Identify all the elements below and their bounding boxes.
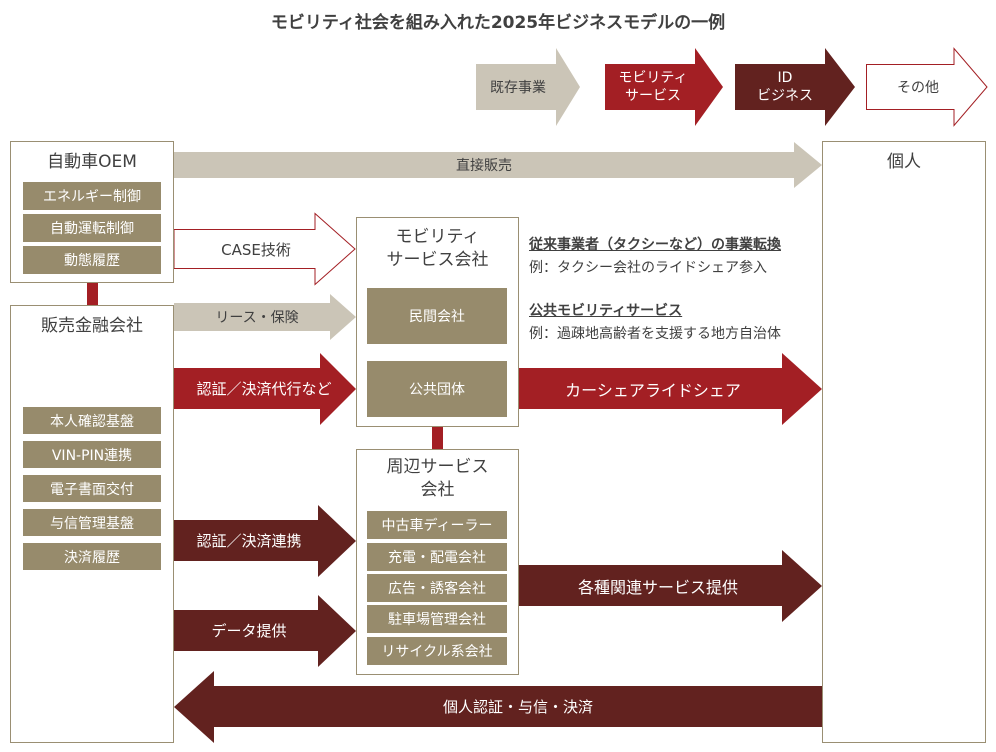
entity-peripheral-service-title: 周辺サービス 会社 — [386, 457, 489, 500]
entity-finance: 販売金融会社 本人確認基盤 VIN-PIN連携 電子書面交付 与信管理基盤 決済… — [10, 305, 174, 743]
flow-label-related-services: 各種関連サービス提供 — [577, 577, 738, 597]
flow-arrow-data-provision — [174, 595, 356, 667]
chip-public-body: 公共団体 — [367, 361, 507, 417]
chip-telematics-history: 動態履歴 — [23, 246, 161, 274]
entity-mobility-service-title: モビリティ サービス会社 — [386, 227, 489, 270]
chip-vin-pin-link: VIN-PIN連携 — [23, 441, 161, 468]
flow-label-data-provision: データ提供 — [211, 622, 287, 640]
flow-arrow-auth-payment-proxy — [174, 353, 356, 425]
flow-arrow-lease-insurance — [174, 294, 356, 340]
chip-parking-management: 駐車場管理会社 — [367, 605, 507, 633]
entity-individual: 個人 — [822, 141, 986, 743]
legend-label-mobility: モビリティ サービス — [618, 70, 688, 104]
legend-arrow-other — [866, 47, 988, 127]
flow-label-lease-insurance: リース・保険 — [215, 310, 299, 326]
entity-finance-title: 販売金融会社 — [41, 316, 143, 336]
connector-oem-finance — [87, 283, 98, 305]
flow-label-personal-auth: 個人認証・与信・決済 — [442, 698, 593, 716]
chip-recycling: リサイクル系会社 — [367, 637, 507, 665]
chip-identity-platform: 本人確認基盤 — [23, 407, 161, 434]
entity-oem: 自動車OEM エネルギー制御 自動運転制御 動態履歴 — [10, 141, 174, 283]
flow-label-direct-sales: 直接販売 — [456, 158, 512, 174]
connector-mobility-peripheral — [432, 427, 443, 449]
chip-advertising-customer-attraction: 広告・誘客会社 — [367, 574, 507, 602]
chip-autonomous-driving-control: 自動運転制御 — [23, 214, 161, 242]
legend-label-other: その他 — [897, 80, 939, 96]
chip-electronic-documents: 電子書面交付 — [23, 475, 161, 502]
flow-arrow-direct-sales — [174, 142, 822, 188]
chip-private-company: 民間会社 — [367, 288, 507, 344]
note-example-local-government: 例：過疎地高齢者を支援する地方自治体 — [529, 326, 781, 342]
chip-energy-control: エネルギー制御 — [23, 182, 161, 210]
flow-label-carshare-rideshare: カーシェアライドシェア — [565, 380, 741, 400]
chip-credit-management: 与信管理基盤 — [23, 509, 161, 536]
note-heading-public-mobility: 公共モビリティサービス — [529, 303, 683, 319]
note-example-taxi-rideshare: 例：タクシー会社のライドシェア参入 — [529, 260, 767, 276]
entity-individual-title: 個人 — [887, 152, 921, 172]
flow-arrow-auth-payment-link — [174, 505, 356, 577]
flow-label-case-tech: CASE技術 — [221, 240, 291, 259]
diagram-title: モビリティ社会を組み入れた2025年ビジネスモデルの一例 — [270, 13, 726, 33]
entity-peripheral-service: 周辺サービス 会社 中古車ディーラー 充電・配電会社 広告・誘客会社 駐車場管理… — [356, 449, 519, 675]
legend-arrow-id-business — [735, 48, 855, 126]
chip-payment-history: 決済履歴 — [23, 543, 161, 570]
chip-used-car-dealer: 中古車ディーラー — [367, 511, 507, 539]
flow-label-auth-payment-link: 認証／決済連携 — [196, 532, 302, 550]
legend-label-id-business: ID ビジネス — [757, 70, 813, 104]
entity-mobility-service: モビリティ サービス会社 民間会社 公共団体 — [356, 217, 519, 427]
entity-oem-title: 自動車OEM — [47, 152, 137, 172]
note-heading-business-transformation: 従来事業者（タクシーなど）の事業転換 — [529, 237, 781, 253]
flow-label-auth-payment-proxy: 認証／決済代行など — [196, 380, 332, 398]
flow-arrow-related-services — [518, 550, 822, 622]
flow-arrow-carshare-rideshare — [518, 353, 822, 425]
legend-label-existing: 既存事業 — [490, 80, 546, 96]
legend-arrow-mobility — [605, 48, 723, 126]
chip-charging-distribution: 充電・配電会社 — [367, 543, 507, 571]
flow-arrow-personal-auth — [174, 671, 822, 743]
flow-arrow-case-tech — [173, 212, 356, 286]
legend-arrow-existing — [476, 48, 580, 126]
